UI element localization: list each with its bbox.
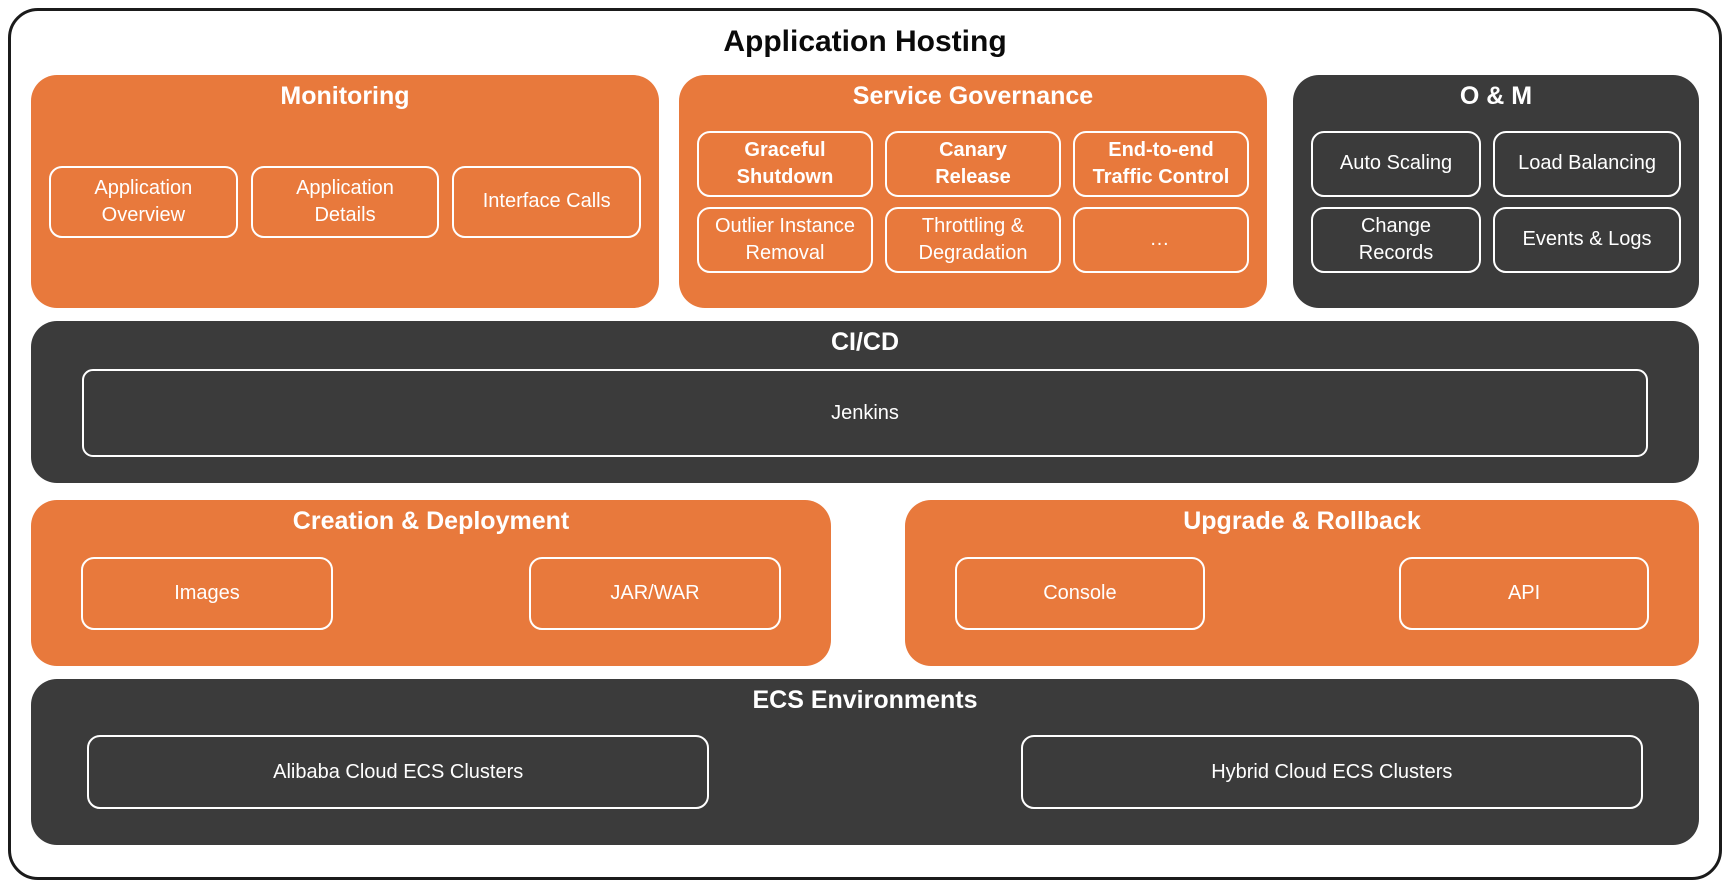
item-application-details: Application Details	[250, 165, 440, 238]
o-and-m-items: Auto Scaling Load Balancing Change Recor…	[1311, 111, 1681, 292]
item-console: Console	[955, 556, 1205, 630]
item-alibaba-cloud-ecs-clusters: Alibaba Cloud ECS Clusters	[87, 735, 710, 809]
section-ci-cd: CI/CD Jenkins	[31, 321, 1699, 483]
item-interface-calls: Interface Calls	[452, 165, 642, 238]
section-service-governance: Service Governance Graceful Shutdown Can…	[679, 75, 1267, 308]
service-governance-items: Graceful Shutdown Canary Release End-to-…	[697, 111, 1249, 292]
upgrade-rollback-items: Console API	[923, 536, 1681, 650]
section-o-and-m: O & M Auto Scaling Load Balancing Change…	[1293, 75, 1699, 308]
item-graceful-shutdown: Graceful Shutdown	[697, 130, 873, 197]
item-auto-scaling: Auto Scaling	[1311, 130, 1482, 197]
item-hybrid-cloud-ecs-clusters: Hybrid Cloud ECS Clusters	[1020, 735, 1643, 809]
section-ci-cd-title: CI/CD	[830, 328, 900, 356]
diagram-title: Application Hosting	[723, 25, 1007, 58]
item-api: API	[1399, 556, 1649, 630]
item-change-records: Change Records	[1311, 206, 1482, 273]
middle-row: Creation & Deployment Images JAR/WAR Upg…	[31, 500, 1699, 666]
top-row: Monitoring Application Overview Applicat…	[31, 75, 1699, 308]
section-ecs-environments: ECS Environments Alibaba Cloud ECS Clust…	[31, 679, 1699, 845]
item-canary-release: Canary Release	[885, 130, 1061, 197]
item-images: Images	[81, 556, 333, 630]
creation-deployment-items: Images JAR/WAR	[49, 536, 813, 650]
item-throttling-degradation: Throttling & Degradation	[885, 206, 1061, 273]
section-creation-deployment-title: Creation & Deployment	[292, 507, 570, 535]
ci-cd-items: Jenkins	[49, 357, 1681, 467]
section-o-and-m-title: O & M	[1459, 82, 1533, 110]
section-monitoring-title: Monitoring	[280, 82, 410, 110]
item-more-ellipsis: …	[1073, 206, 1249, 273]
section-service-governance-title: Service Governance	[852, 82, 1094, 110]
item-events-and-logs: Events & Logs	[1493, 206, 1681, 273]
section-upgrade-rollback-title: Upgrade & Rollback	[1183, 507, 1421, 535]
item-jenkins: Jenkins	[82, 369, 1648, 457]
section-creation-deployment: Creation & Deployment Images JAR/WAR	[31, 500, 831, 666]
section-ecs-environments-title: ECS Environments	[752, 686, 978, 714]
section-upgrade-rollback: Upgrade & Rollback Console API	[905, 500, 1699, 666]
item-application-overview: Application Overview	[49, 165, 238, 238]
diagram-canvas: Application Hosting Monitoring Applicati…	[8, 8, 1722, 880]
section-monitoring: Monitoring Application Overview Applicat…	[31, 75, 659, 308]
item-load-balancing: Load Balancing	[1493, 130, 1681, 197]
item-end-to-end-traffic-control: End-to-end Traffic Control	[1073, 130, 1249, 197]
item-outlier-instance-removal: Outlier Instance Removal	[697, 206, 873, 273]
ecs-environments-items: Alibaba Cloud ECS Clusters Hybrid Cloud …	[49, 715, 1681, 829]
monitoring-items: Application Overview Application Details…	[49, 111, 642, 292]
item-jar-war: JAR/WAR	[529, 556, 781, 630]
